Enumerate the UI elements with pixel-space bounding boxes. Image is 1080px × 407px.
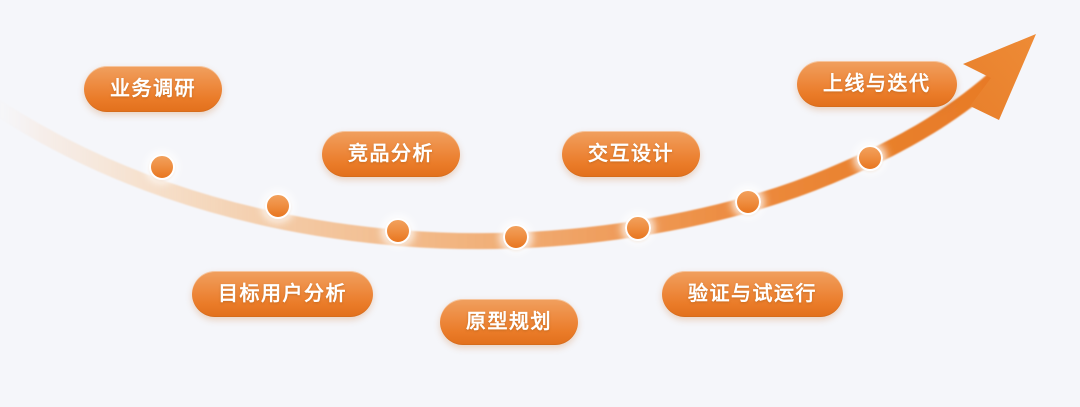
step-pill-2[interactable]: 目标用户分析 — [192, 271, 373, 317]
step-dot-4 — [503, 224, 529, 250]
step-pill-3[interactable]: 竞品分析 — [322, 131, 460, 177]
step-dot-6 — [735, 189, 761, 215]
step-label-4: 原型规划 — [466, 311, 552, 333]
step-pill-4[interactable]: 原型规划 — [440, 299, 578, 345]
step-pill-5[interactable]: 交互设计 — [562, 131, 700, 177]
step-pill-7[interactable]: 上线与迭代 — [797, 61, 957, 107]
step-pill-6[interactable]: 验证与试运行 — [662, 271, 843, 317]
step-label-5: 交互设计 — [588, 143, 674, 165]
step-dot-5 — [625, 215, 651, 241]
step-label-3: 竞品分析 — [348, 143, 434, 165]
flow-curve-path — [0, 64, 1010, 250]
step-dot-3 — [385, 218, 411, 244]
step-label-1: 业务调研 — [110, 78, 196, 100]
step-label-2: 目标用户分析 — [218, 283, 347, 305]
step-dot-2 — [265, 193, 291, 219]
step-label-6: 验证与试运行 — [688, 283, 817, 305]
step-pill-1[interactable]: 业务调研 — [84, 66, 222, 112]
step-dot-1 — [149, 154, 175, 180]
arrow-head-icon — [963, 34, 1036, 120]
step-label-7: 上线与迭代 — [823, 73, 931, 95]
step-dot-7 — [857, 145, 883, 171]
